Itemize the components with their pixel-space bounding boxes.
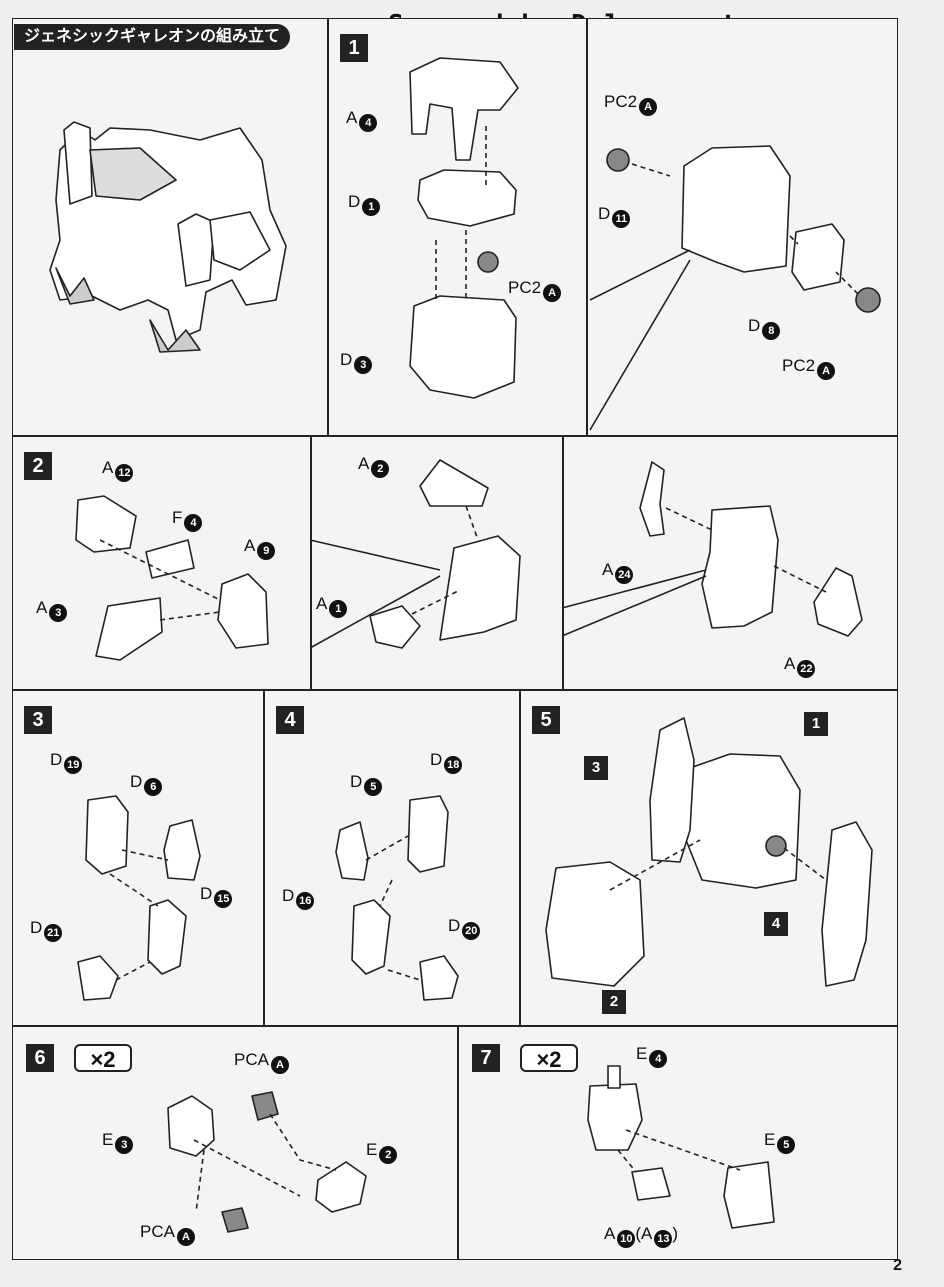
part-a24 <box>639 461 665 537</box>
part-d6 <box>163 819 201 881</box>
part-a12 <box>75 495 137 553</box>
polycap-pc2a-1 <box>477 251 499 273</box>
ref-step1: 1 <box>804 712 828 736</box>
part-d15 <box>147 899 187 975</box>
assembled-leg-3 <box>649 717 695 863</box>
ref-step3: 3 <box>584 756 608 780</box>
part-e2 <box>315 1161 367 1213</box>
assembly-title: ジェネシックギャレオンの組み立て <box>14 24 291 50</box>
step1-badge: 1 <box>340 34 368 62</box>
polycap-pc2a-3 <box>855 287 881 313</box>
ref-step2: 2 <box>602 990 626 1014</box>
part-d1 <box>417 169 517 227</box>
assembled-lion-figure <box>49 121 287 353</box>
page-number: 2 <box>893 1257 902 1274</box>
part-d5 <box>335 821 369 881</box>
step2-divider-2 <box>562 436 564 690</box>
assembled-leg-4 <box>821 821 873 987</box>
assembled-body <box>685 753 801 889</box>
part-a3 <box>95 597 163 661</box>
part-e5 <box>723 1161 775 1229</box>
step6-quantity: ×2 <box>74 1044 132 1072</box>
polycap-pc2a-2 <box>606 148 630 172</box>
polycap-body <box>765 835 787 857</box>
step3-panel <box>12 690 264 1026</box>
part-a10 <box>631 1167 671 1201</box>
part-e4 <box>587 1083 643 1151</box>
ref-step4: 4 <box>764 912 788 936</box>
part-a1 <box>369 605 421 649</box>
part-pca-1 <box>251 1091 279 1121</box>
part-head-assembly <box>701 505 779 629</box>
step7-quantity: ×2 <box>520 1044 578 1072</box>
part-d20 <box>419 955 459 1001</box>
part-d16 <box>351 899 391 975</box>
part-d18 <box>407 795 449 873</box>
part-e4-post <box>607 1065 621 1089</box>
step6-badge: 6 <box>26 1044 54 1072</box>
part-d11 <box>681 145 791 273</box>
step2-badge: 2 <box>24 452 52 480</box>
step3-badge: 3 <box>24 706 52 734</box>
assembled-head-2 <box>545 861 645 987</box>
part-a22 <box>813 567 863 637</box>
part-a2 <box>419 459 489 507</box>
step4-panel <box>264 690 520 1026</box>
part-a9 <box>217 573 269 649</box>
part-e3 <box>167 1095 215 1157</box>
step5-badge: 5 <box>532 706 560 734</box>
step4-badge: 4 <box>276 706 304 734</box>
step7-badge: 7 <box>472 1044 500 1072</box>
step1-divider <box>586 18 588 436</box>
part-d8 <box>791 223 845 291</box>
part-f4 <box>145 539 195 579</box>
step2-divider-1 <box>310 436 312 690</box>
part-head-base <box>439 535 521 641</box>
part-d3 <box>409 295 517 399</box>
part-d21 <box>77 955 119 1001</box>
part-d19 <box>85 795 129 875</box>
part-pca-2 <box>221 1207 249 1233</box>
part-a4 <box>409 57 519 161</box>
